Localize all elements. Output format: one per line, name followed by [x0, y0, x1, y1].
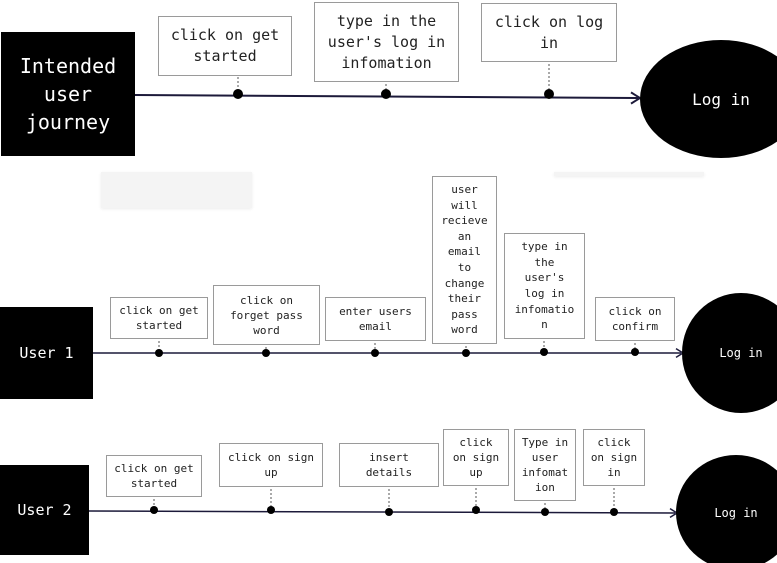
step-dot — [233, 89, 243, 99]
step-dot — [385, 508, 393, 516]
step-box: insert details — [339, 443, 439, 487]
step-dot — [155, 349, 163, 357]
step-box: click on get started — [106, 455, 202, 497]
step-dot — [371, 349, 379, 357]
step-box: click on log in — [481, 3, 617, 62]
step-dot — [262, 349, 270, 357]
step-box: click on sign up — [443, 429, 509, 486]
step-box: user will recieve an email to change the… — [432, 176, 497, 344]
step-box: click on forget pass word — [213, 285, 320, 345]
step-dot — [544, 89, 554, 99]
step-box: click on get started — [158, 16, 292, 76]
step-dot — [150, 506, 158, 514]
row-label-user-1: User 1 — [0, 307, 93, 399]
login-end-circle: Log in — [640, 40, 777, 158]
step-dot — [472, 506, 480, 514]
step-dot — [540, 348, 548, 356]
step-box: Type in user infomat ion — [514, 429, 576, 501]
step-dot — [610, 508, 618, 516]
step-box: click on confirm — [595, 297, 675, 341]
login-end-circle: Log in — [676, 455, 777, 563]
row-label-intended-journey: Intended user journey — [1, 32, 135, 156]
step-box: type in the user's log in infomation — [314, 2, 459, 82]
step-dot — [381, 89, 391, 99]
blank-placeholder-strip — [554, 172, 704, 176]
step-box: type in the user's log in infomatio n — [504, 233, 585, 339]
step-dot — [541, 508, 549, 516]
step-box: click on sign up — [219, 443, 323, 487]
step-box: click on sign in — [583, 429, 645, 486]
login-end-circle: Log in — [682, 293, 777, 413]
timeline-2 — [88, 510, 676, 514]
blank-placeholder-block — [101, 172, 252, 208]
step-dot — [267, 506, 275, 514]
step-dot — [631, 348, 639, 356]
step-box: enter users email — [325, 297, 426, 341]
row-label-user-2: User 2 — [0, 465, 89, 555]
step-dot — [462, 349, 470, 357]
step-box: click on get started — [110, 297, 208, 339]
